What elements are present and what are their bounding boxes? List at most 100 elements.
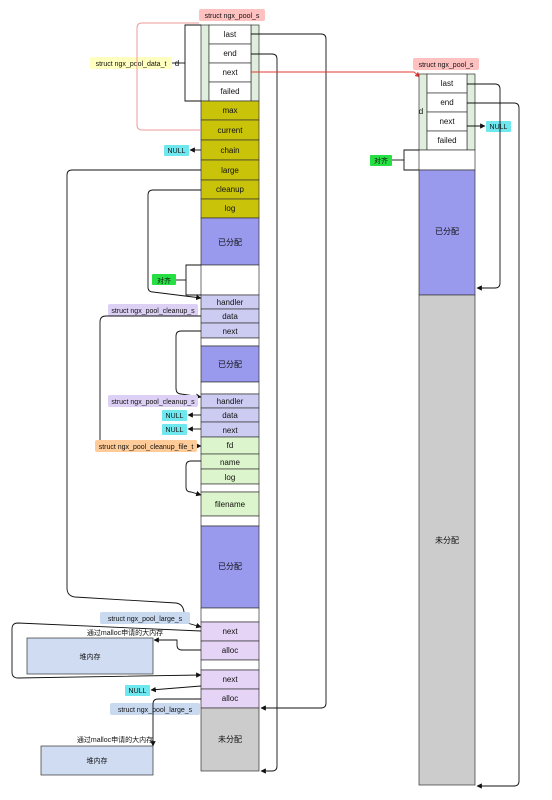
cleanup-2-data-label: data [222, 411, 238, 420]
cleanup-pointer-wire [147, 189, 202, 301]
file-fd-label: fd [227, 441, 234, 450]
pool-1-align-label: 对齐 [157, 276, 171, 285]
pool-1-gap-3 [200, 381, 260, 395]
large-1-struct-label: struct ngx_pool_large_s [108, 616, 183, 623]
large-2-next-label: next [222, 675, 238, 684]
cleanup-1-next-wire [175, 330, 202, 399]
pool-1-align-tag [152, 274, 176, 285]
malloc-note-2: 通过malloc申请的大内存 [77, 735, 153, 744]
large-1-alloc-label: alloc [222, 646, 238, 655]
large-2-next-null-label: NULL [129, 688, 147, 695]
file-log-label: log [225, 473, 236, 482]
pool-1-failed-label: failed [220, 87, 239, 96]
cleanup-1-next-label: next [222, 327, 238, 336]
heap-block-2 [40, 745, 154, 776]
pool-2-last-label: last [441, 79, 454, 88]
pool-1-gap-5 [200, 515, 260, 527]
pool-2-allocated-label: 已分配 [435, 227, 459, 236]
large-2-next-null-tag [125, 685, 150, 696]
pool-2-unallocated-label: 未分配 [435, 535, 459, 545]
large-1-struct-tag [100, 612, 190, 624]
current-pointer-wire [136, 22, 201, 131]
pool-2-align-label: 对齐 [374, 156, 388, 165]
pool-2-d-strip-right [466, 73, 476, 151]
large-2-next-null-arrow [150, 685, 202, 693]
pool-2-failed-label: failed [437, 136, 456, 145]
pool-1-max-label: max [222, 106, 237, 115]
pool-2-next-null-label: NULL [490, 124, 508, 131]
pool-1-cleanup-label: cleanup [216, 185, 245, 194]
large-2-struct-tag [110, 703, 200, 715]
file-filename-cell [200, 491, 260, 517]
pool-2-align-brace [403, 149, 419, 171]
cleanup-2-struct-tag [108, 395, 198, 407]
cleanup-2-next-label: next [222, 426, 238, 435]
pool-1-chain-label: chain [220, 146, 239, 155]
pool-2-unallocated [418, 294, 476, 786]
cleanup-1-handler-label: handler [217, 298, 244, 307]
cleanup-2-next-null-label: NULL [166, 427, 184, 434]
pool-1-allocated-1-label: 已分配 [218, 238, 242, 247]
pool-1-last-label: last [224, 30, 237, 39]
heap-block-1-label: 堆内存 [80, 652, 101, 661]
heap-block-1 [26, 637, 154, 675]
pool-2-last-wire [467, 83, 501, 291]
cleanup-file-struct-tag [95, 440, 197, 452]
file-name-label: name [220, 458, 241, 467]
pool-1-end-label: end [223, 49, 236, 58]
cleanup-2-data-null-tag [162, 410, 187, 421]
pool-1-gap-4 [200, 483, 260, 493]
pool-1-current-label: current [218, 126, 244, 135]
pool-2-next-null-tag [486, 121, 511, 132]
pool-2-end-label: end [440, 98, 453, 107]
cleanup-2-handler-label: handler [217, 397, 244, 406]
pool-1-large-label: large [221, 166, 239, 175]
pool-1-allocated-2-label: 已分配 [218, 360, 242, 369]
pool-1-gap-2 [200, 337, 260, 347]
large-1-next-label: next [222, 627, 238, 636]
pool-1-gap-6 [200, 607, 260, 623]
malloc-note-1: 通过malloc申请的大内存 [87, 628, 163, 637]
pool-2-next-label: next [439, 117, 455, 126]
large-1-alloc-wire [153, 637, 201, 651]
pool-1-next-wire [251, 71, 421, 78]
heap-block-2-label: 堆内存 [87, 756, 108, 765]
pool-2-align-gap [418, 149, 476, 171]
large-1-next-wire [11, 622, 202, 679]
large-2-alloc-label: alloc [222, 694, 238, 703]
pool-1-gap-7 [200, 659, 260, 671]
cleanup-2-struct-label: struct ngx_pool_cleanup_s [111, 399, 195, 406]
pool-2-struct-tag [413, 58, 479, 70]
pool-1: last end next failed d max current chain… [175, 24, 260, 772]
pool-2-align-tag [370, 155, 392, 166]
cleanup-file-struct-label: struct ngx_pool_cleanup_file_t [99, 444, 194, 451]
pool-data-struct-tag [90, 57, 172, 69]
pool-1-allocated-1 [200, 217, 260, 266]
pool-1-last-wire [251, 33, 327, 711]
pool-1-next-label: next [222, 68, 238, 77]
pool-2: struct ngx_pool_s last end next failed d… [413, 58, 479, 786]
cleanup-1-struct-label: struct ngx_pool_cleanup_s [111, 308, 195, 315]
pool-1-allocated-2 [200, 345, 260, 383]
large-pointer-wire [66, 169, 202, 629]
pool-2-end-wire [467, 102, 520, 789]
cleanup-2-data-null-label: NULL [166, 413, 184, 420]
pool-1-unallocated [200, 707, 260, 772]
pool-1-d-strip [200, 24, 210, 102]
cleanup-1-data-label: data [222, 312, 238, 321]
pool-1-struct-label: struct ngx_pool_s [205, 13, 260, 20]
pool-1-align-brace [185, 264, 201, 296]
chain-null-label: NULL [168, 148, 186, 155]
large-2-struct-label: struct ngx_pool_large_s [118, 707, 193, 714]
pool-2-d-label: d [419, 107, 423, 116]
pool-2-allocated [418, 169, 476, 296]
pool-1-d-brace [184, 24, 201, 102]
cleanup-1-struct-tag [108, 304, 198, 316]
pool-1-end-wire [251, 53, 278, 774]
pool-data-struct-label: struct ngx_pool_data_t [96, 61, 167, 68]
pool-1-struct-tag [199, 9, 265, 21]
pool-1-unallocated-label: 未分配 [218, 734, 242, 744]
file-name-wire [185, 460, 202, 497]
pool-1-d-strip-right [250, 24, 260, 102]
pool-1-allocated-3 [200, 525, 260, 609]
